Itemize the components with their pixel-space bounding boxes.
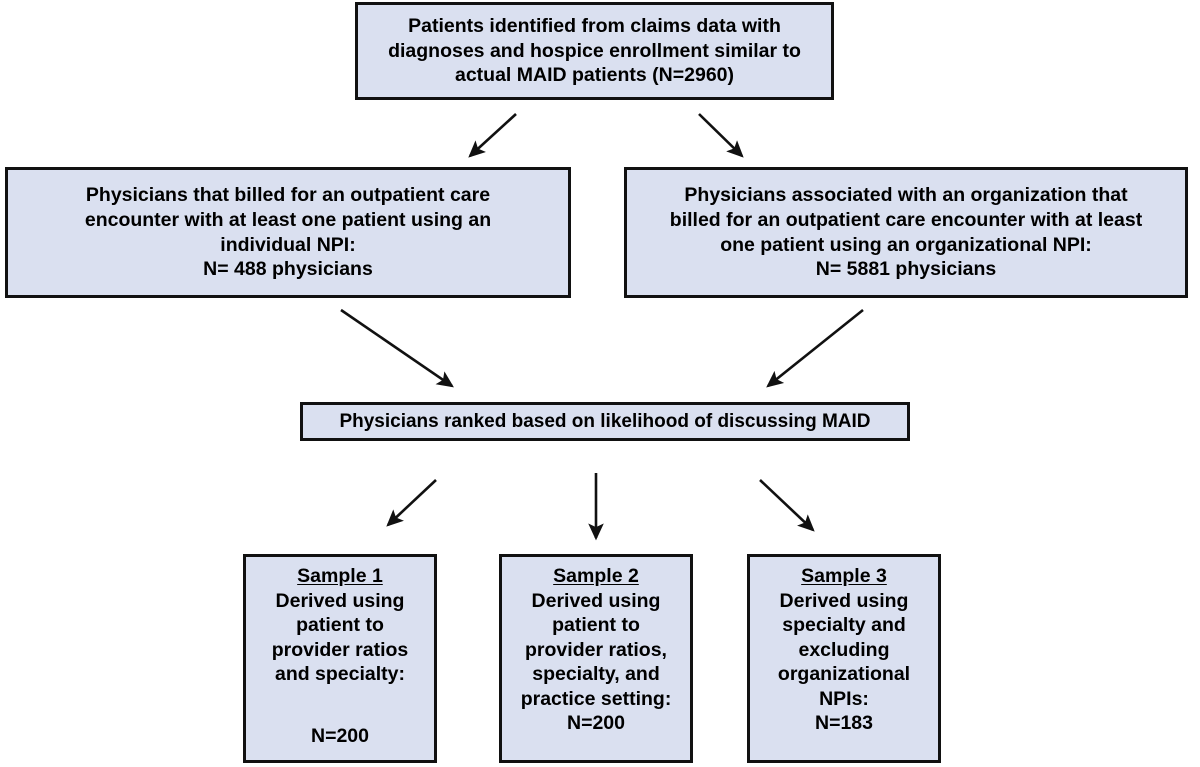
node-text-line: individual NPI:	[220, 233, 356, 256]
node-text-line: NPIs:	[819, 687, 869, 710]
sample-title: Sample 2	[553, 565, 639, 587]
node-text-line: specialty, and	[532, 663, 660, 686]
node-text-line: and specialty:	[274, 663, 406, 686]
node-text-line: practice setting:	[520, 687, 672, 710]
node-count-label: N=183	[814, 712, 873, 735]
node-text-line: encounter with at least one patient usin…	[84, 208, 492, 231]
node-text-line: Derived using	[275, 589, 405, 612]
edge-ranked-to-sample-3	[759, 479, 815, 532]
node-text-line: excluding	[798, 638, 890, 661]
node-sample-1: Sample 1 Derived using patient to provid…	[243, 554, 437, 763]
edge-top-to-organizational	[698, 113, 744, 158]
node-text-line: Derived using	[779, 589, 909, 612]
node-sample-2: Sample 2 Derived using patient to provid…	[499, 554, 693, 763]
node-organizational-npi-physicians: Physicians associated with an organizati…	[624, 167, 1188, 298]
sample-title: Sample 3	[801, 565, 887, 587]
node-text-line: Physicians ranked based on likelihood of…	[339, 410, 871, 432]
edge-organizational-to-ranked	[766, 308, 864, 388]
node-text-line: patient to	[296, 614, 384, 637]
node-physicians-ranked: Physicians ranked based on likelihood of…	[300, 402, 910, 441]
node-text-line: organizational	[777, 663, 911, 686]
node-patients-identified: Patients identified from claims data wit…	[355, 2, 834, 100]
edge-ranked-to-sample-1	[386, 479, 437, 527]
edge-top-to-individual	[468, 113, 517, 158]
node-text-line: one patient using an organizational NPI:	[720, 233, 1092, 256]
node-individual-npi-physicians: Physicians that billed for an outpatient…	[5, 167, 571, 298]
node-count-label: N=200	[310, 725, 369, 748]
node-text-line: Derived using	[531, 589, 661, 612]
node-text-line: billed for an outpatient care encounter …	[669, 208, 1143, 231]
sample-title: Sample 1	[297, 565, 383, 587]
node-text-line: Physicians associated with an organizati…	[684, 184, 1128, 207]
node-text-line: Patients identified from claims data wit…	[408, 15, 781, 38]
node-count-label: N= 488 physicians	[203, 258, 373, 281]
node-sample-3: Sample 3 Derived using specialty and exc…	[747, 554, 941, 763]
node-text-line: provider ratios,	[525, 638, 667, 661]
node-text-line: Physicians that billed for an outpatient…	[85, 184, 491, 207]
edge-individual-to-ranked	[340, 308, 454, 388]
node-count-label: N= 5881 physicians	[815, 258, 997, 281]
node-text-line: diagnoses and hospice enrollment similar…	[388, 39, 801, 62]
node-text-line: actual MAID patients (N=2960)	[454, 64, 735, 87]
node-text-line: specialty and	[782, 614, 906, 637]
node-count-label: N=200	[566, 712, 625, 735]
node-text-line: patient to	[552, 614, 640, 637]
node-text-line: provider ratios	[271, 638, 409, 661]
